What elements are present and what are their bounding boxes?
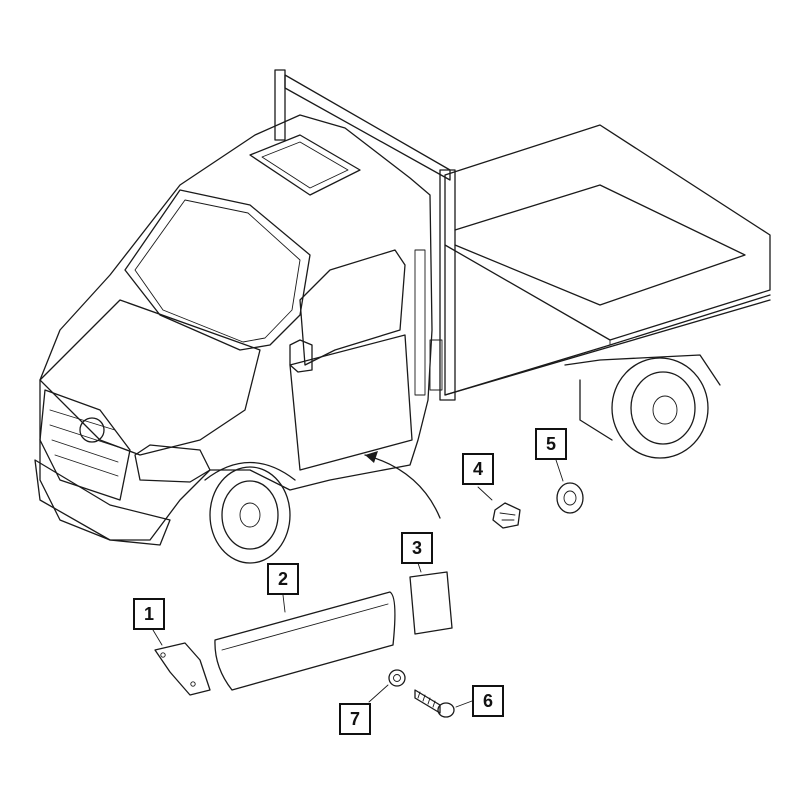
truck-cab (34, 69, 456, 564)
part-2-moulding (214, 591, 396, 691)
callout-3: 3 (401, 532, 433, 564)
location-arrow (364, 454, 441, 519)
flatbed (444, 124, 771, 459)
part-7-washer (388, 669, 406, 687)
part-4-clip (492, 502, 521, 529)
callout-2: 2 (267, 563, 299, 595)
part-6-screw (414, 689, 455, 718)
arrow-head (365, 451, 378, 463)
callout-4: 4 (462, 453, 494, 485)
leader-lines (152, 459, 564, 708)
part-3-panel (409, 571, 453, 635)
callout-5: 5 (535, 428, 567, 460)
callout-1: 1 (133, 598, 165, 630)
part-1-trim (154, 642, 211, 696)
part-5-grommet (556, 482, 584, 514)
callout-6: 6 (472, 685, 504, 717)
callout-7: 7 (339, 703, 371, 735)
